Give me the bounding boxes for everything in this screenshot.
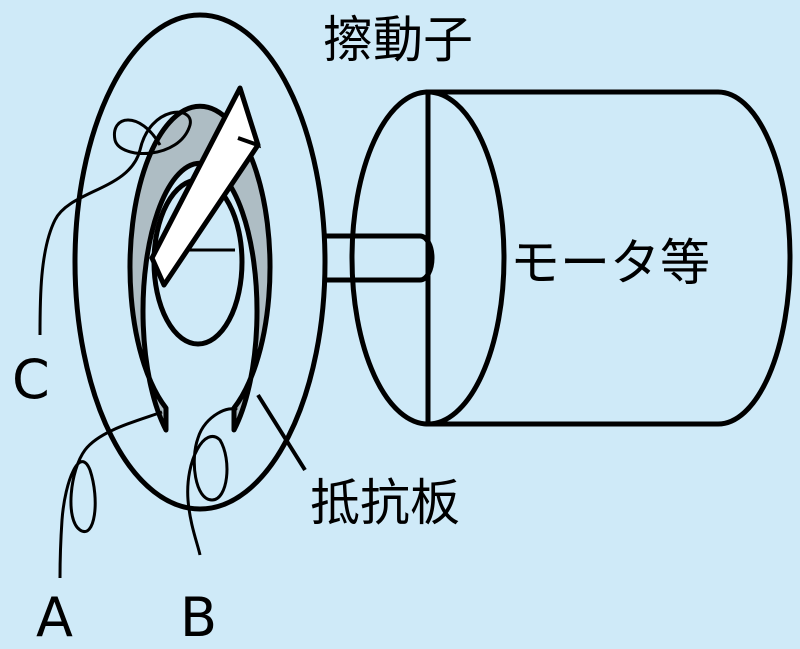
wiper-contact [237, 87, 262, 149]
resistor-plate [127, 103, 273, 433]
wiper-label: 擦動子 [323, 11, 473, 69]
terminal-a-label: A [36, 586, 73, 649]
motor-label: モータ等 [510, 234, 710, 292]
terminal-c-label: C [12, 348, 50, 411]
motor-shaft [325, 233, 435, 283]
wire-b [186, 407, 238, 556]
outer-disc [72, 12, 328, 512]
wire-c [38, 110, 192, 336]
resistor-plate-label: 抵抗板 [310, 474, 460, 532]
resistor-leader-line [256, 393, 307, 472]
terminal-b-label: B [180, 586, 217, 649]
motor-cylinder [349, 89, 793, 427]
motor-cylinder-front-face [349, 89, 507, 427]
motor-cylinder-body [425, 89, 793, 427]
wire-a [58, 410, 163, 579]
